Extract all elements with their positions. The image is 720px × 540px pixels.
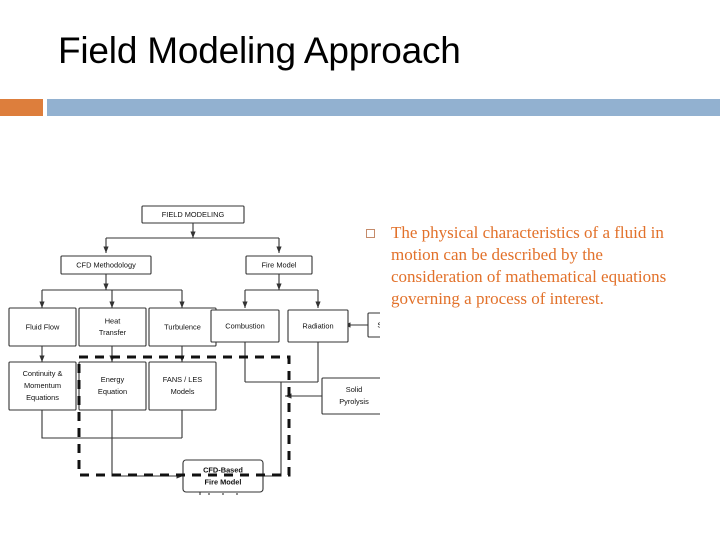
field-modeling-flowchart: FIELD MODELING CFD Methodology Fire Mode… <box>0 150 380 495</box>
node-label: FANS / LES <box>163 375 203 384</box>
body-text-block: The physical characteristics of a fluid … <box>366 222 696 310</box>
node-label: Equation <box>98 387 127 396</box>
node-continuity-momentum-equations: Continuity & Momentum Equations <box>8 361 77 411</box>
node-label: Turbulence <box>164 322 201 331</box>
node-radiation: Radiation <box>287 309 349 343</box>
node-label: Pyrolysis <box>339 397 369 406</box>
node-label: CFD-Based <box>203 465 243 474</box>
hollow-square-bullet-icon <box>366 229 375 238</box>
list-item: The physical characteristics of a fluid … <box>366 222 696 310</box>
node-label: Equations <box>26 393 59 402</box>
node-energy-equation: Energy Equation <box>78 361 147 411</box>
node-field-modeling: FIELD MODELING <box>141 205 245 224</box>
node-label: Fluid Flow <box>26 322 60 331</box>
node-label: Fire Model <box>262 260 297 269</box>
title-accent-rule <box>0 99 720 116</box>
node-label: Models <box>171 387 195 396</box>
node-heat-transfer: Heat Transfer <box>78 307 147 347</box>
node-label: Combustion <box>225 321 264 330</box>
accent-bar-blue <box>47 99 720 116</box>
node-label: Soot <box>377 320 380 329</box>
node-label: CFD Methodology <box>76 260 136 269</box>
node-cfd-based-fire-model: CFD-Based Fire Model <box>182 459 264 493</box>
node-fans-les-models: FANS / LES Models <box>148 361 217 411</box>
node-label: Momentum <box>24 381 61 390</box>
accent-block-orange <box>0 99 43 116</box>
node-label: Fire Model <box>205 477 242 486</box>
node-fluid-flow: Fluid Flow <box>8 307 77 347</box>
node-cfd-methodology: CFD Methodology <box>60 255 152 275</box>
node-solid-pyrolysis: Solid Pyrolysis <box>321 377 380 415</box>
bullet-paragraph: The physical characteristics of a fluid … <box>391 223 667 309</box>
node-turbulence: Turbulence <box>148 307 217 347</box>
node-label: Radiation <box>302 321 333 330</box>
node-label: Solid <box>346 385 362 394</box>
node-label: Transfer <box>99 328 127 337</box>
node-combustion: Combustion <box>210 309 280 343</box>
node-fire-model: Fire Model <box>245 255 313 275</box>
node-label: Heat <box>105 316 121 325</box>
node-label: FIELD MODELING <box>162 210 225 219</box>
node-label: Energy <box>101 375 125 384</box>
page-title: Field Modeling Approach <box>58 30 461 71</box>
node-label: Continuity & <box>23 369 63 378</box>
node-soot: Soot <box>367 312 380 338</box>
